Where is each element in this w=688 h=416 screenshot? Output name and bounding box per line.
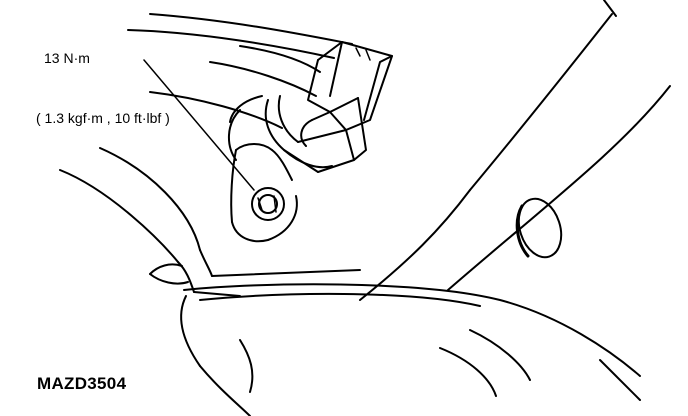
plug-cap: [515, 197, 563, 259]
torque-alt-units: ( 1.3 kgf·m , 10 ft·lbf ): [36, 110, 170, 126]
torque-callout: 13 N·m ( 1.3 kgf·m , 10 ft·lbf ): [36, 8, 170, 148]
figure-code: MAZD3504: [37, 374, 127, 393]
mounting-bolt: [251, 187, 285, 221]
housing-right-edge: [359, 0, 671, 301]
torque-leader-line: [143, 59, 255, 191]
torque-value: 13 N·m: [44, 50, 90, 66]
sensor-seat: [228, 95, 263, 161]
sensor-bracket: [230, 143, 298, 243]
sensor-body: [264, 95, 367, 173]
body-contour-lines: [127, 13, 353, 129]
sensor-connector: [307, 41, 393, 131]
front-cover: [180, 283, 641, 416]
